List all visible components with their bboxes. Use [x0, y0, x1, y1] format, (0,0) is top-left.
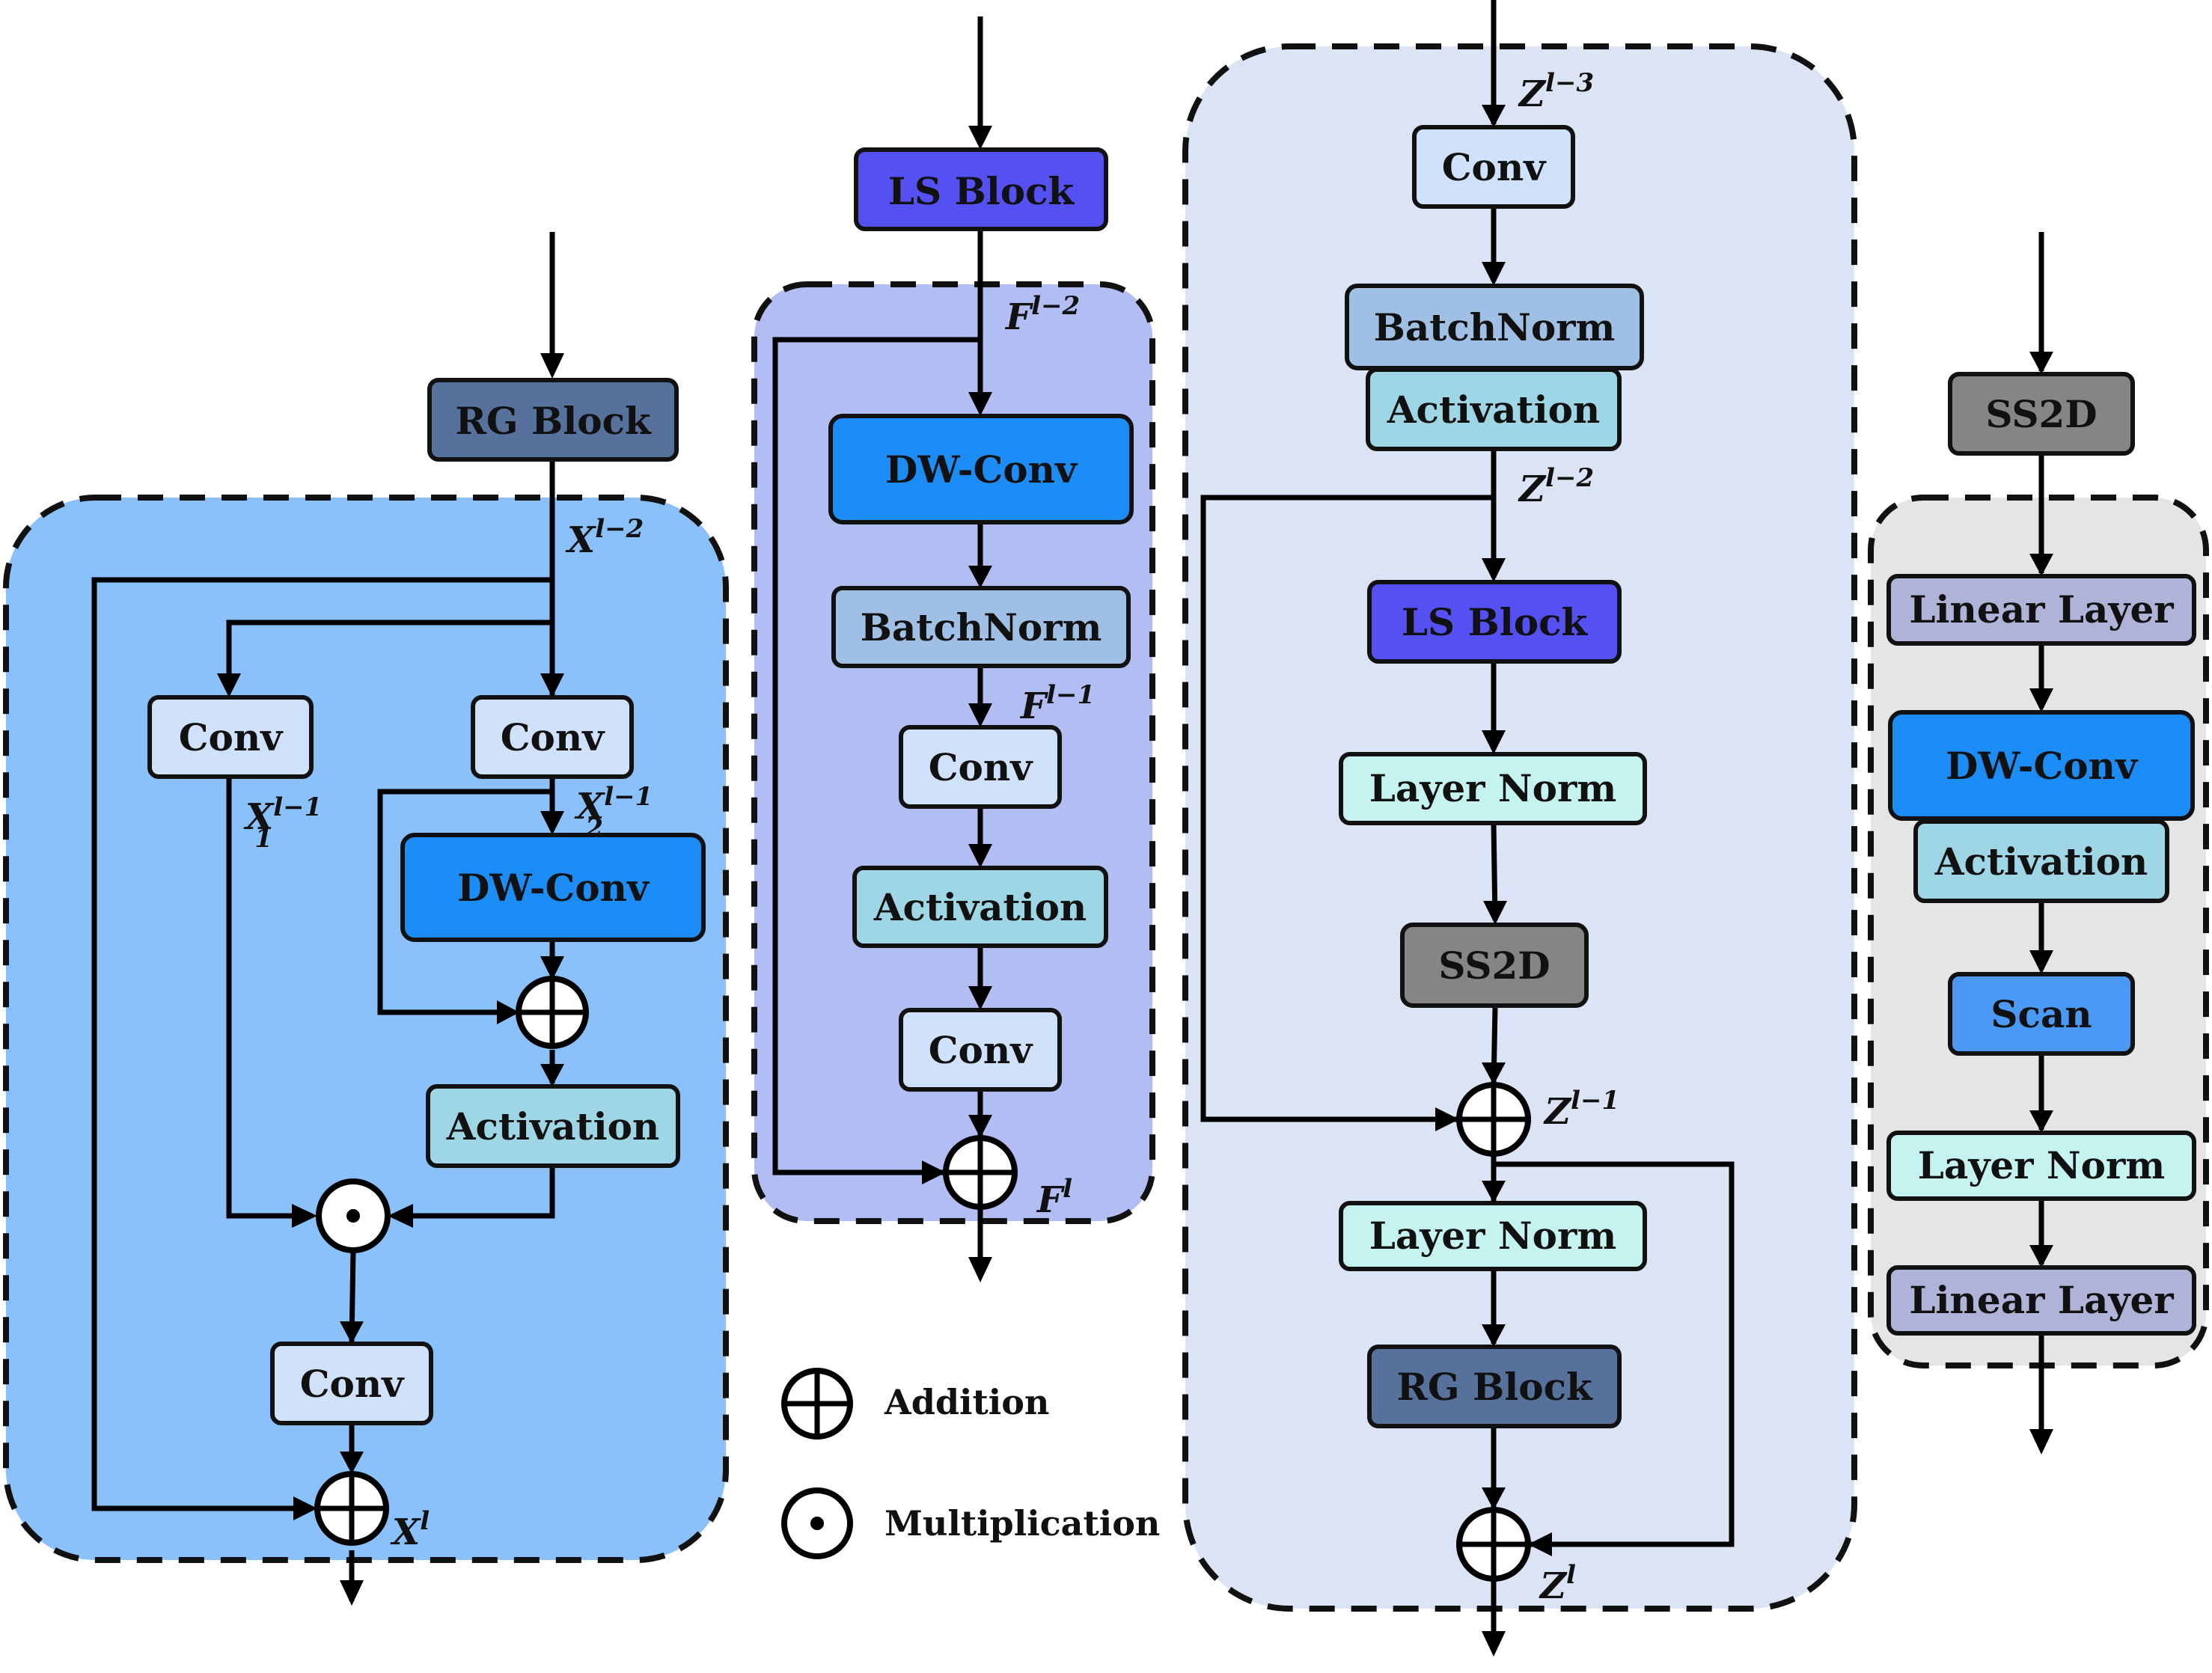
vss-ss2d-box: [1400, 923, 1589, 1008]
vss-layernorm2-box: [1339, 1201, 1647, 1271]
vss-batchnorm-label: BatchNorm: [1374, 305, 1616, 349]
ls-block-panel: LS Block DW-Conv BatchNorm Conv Activati…: [751, 16, 1155, 1272]
vss-z1-label: Zl−1: [1543, 1086, 1619, 1133]
vss-z0-label: Zl: [1539, 1560, 1576, 1607]
vss-ls-block-label: LS Block: [1402, 600, 1589, 644]
vss-z2-label: Zl−2: [1518, 463, 1594, 510]
rg-x-in-label: Xl−2: [565, 514, 644, 561]
ls-batchnorm-label: BatchNorm: [861, 605, 1102, 649]
ss2d-activation-label: Activation: [1934, 839, 2148, 884]
rg-conv3-label: Conv: [300, 1362, 405, 1406]
rg-multiplication-op: [316, 1178, 391, 1253]
ss2d-activation-box: [1913, 819, 2169, 903]
ls-addition-op: [943, 1135, 1018, 1210]
rg-block-header: [427, 378, 679, 462]
rg-addition-op-1: [516, 976, 589, 1049]
rg-dwconv-label: DW-Conv: [457, 866, 650, 910]
rg-activation-box: [426, 1084, 680, 1168]
ls-dwconv-label: DW-Conv: [885, 447, 1078, 492]
vss-rg-block-label: RG Block: [1396, 1365, 1593, 1409]
ls-f-in-label: Fl−2: [1004, 291, 1080, 338]
legend: Addition Multiplication: [781, 1368, 1160, 1559]
ss2d-dwconv-label: DW-Conv: [1946, 744, 2139, 788]
legend-multiplication-icon: [781, 1487, 853, 1559]
arrowheads: [217, 105, 2053, 1657]
vss-ls-block-box: [1367, 580, 1622, 664]
ls-conv1-label: Conv: [929, 745, 1033, 789]
ls-block-header-label: LS Block: [888, 169, 1075, 213]
ss2d-linear1-label: Linear Layer: [1909, 587, 2174, 631]
legend-multiplication-label: Multiplication: [885, 1503, 1160, 1544]
legend-addition-label: Addition: [884, 1382, 1049, 1422]
vss-layernorm1-box: [1339, 752, 1647, 825]
rg-activation-label: Activation: [446, 1104, 660, 1149]
ls-conv2-label: Conv: [929, 1028, 1033, 1072]
ss2d-scan-label: Scan: [1991, 992, 2092, 1036]
ls-batchnorm-box: [831, 586, 1131, 668]
rg-conv1-label: Conv: [179, 715, 284, 759]
rg-dwconv-box: [400, 833, 706, 942]
vss-activation-box: [1366, 367, 1622, 451]
ls-block-header: [854, 147, 1108, 231]
rg-x-out-label: Xl: [390, 1506, 430, 1553]
rg-conv1-box: [147, 695, 314, 779]
rg-block-header-label: RG Block: [455, 399, 652, 443]
vss-activation-label: Activation: [1387, 388, 1601, 432]
rg-addition-op-2: [314, 1471, 389, 1546]
vss-addition-op-1: [1456, 1082, 1531, 1157]
ls-dwconv-box: [828, 414, 1134, 524]
ss2d-layernorm-label: Layer Norm: [1918, 1143, 2165, 1187]
vss-rg-block-box: [1367, 1345, 1622, 1428]
rg-conv2-label: Conv: [501, 715, 605, 759]
ls-activation-label: Activation: [873, 885, 1087, 929]
vss-layernorm2-label: Layer Norm: [1369, 1214, 1616, 1258]
vss-block-panel: Conv BatchNorm Activation LS Block Layer…: [1182, 0, 1857, 1646]
vss-addition-op-2: [1456, 1507, 1531, 1582]
vss-z3-label: Zl−3: [1518, 68, 1594, 115]
vss-ss2d-label: SS2D: [1438, 943, 1550, 988]
rg-block-panel: RG Block Conv Conv DW-Conv Activation Co…: [3, 232, 729, 1601]
vss-conv-label: Conv: [1442, 145, 1547, 189]
ss2d-header-label: SS2D: [1985, 392, 2097, 436]
ls-f-mid-label: Fl−1: [1019, 680, 1095, 727]
ls-f-out-label: Fl: [1036, 1174, 1072, 1221]
legend-addition-icon: [781, 1368, 853, 1440]
vss-layernorm1-label: Layer Norm: [1369, 766, 1616, 810]
ss2d-linear2-label: Linear Layer: [1909, 1278, 2174, 1322]
ss2d-panel: SS2D Linear Layer DW-Conv Activation Sca…: [1868, 232, 2209, 1444]
